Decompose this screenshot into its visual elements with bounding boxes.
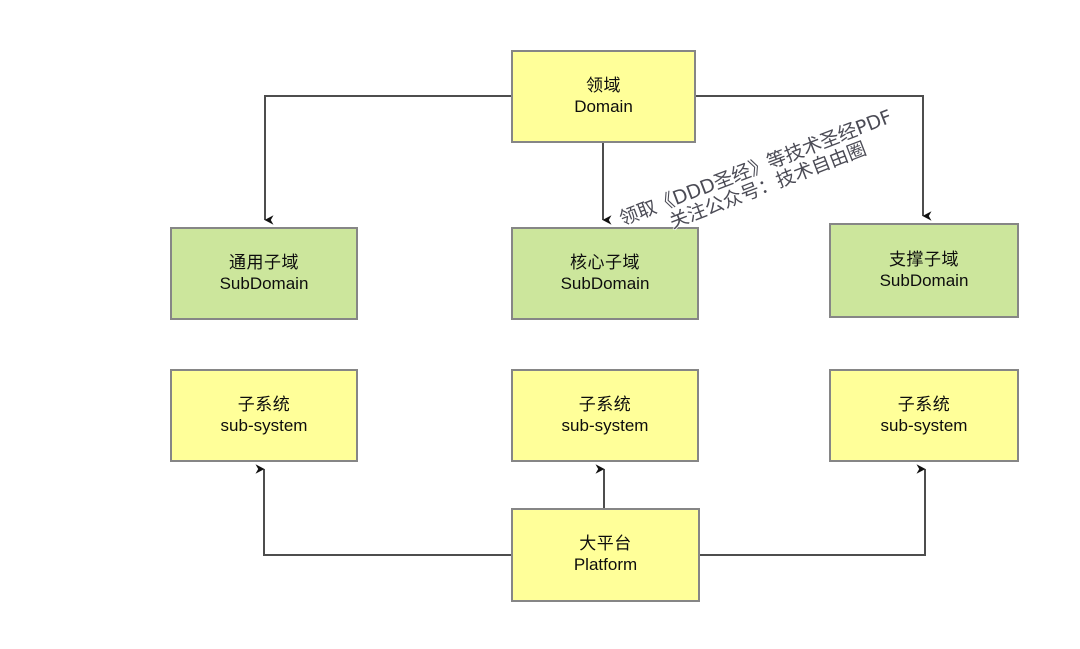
connector-domain-to-subdomain-1 <box>264 95 511 225</box>
node-core-subdomain-label-en: SubDomain <box>560 273 650 293</box>
node-subsystem-right-label-en: sub-system <box>880 415 968 435</box>
node-domain-label-en: Domain <box>574 96 633 116</box>
node-subsystem-right-label-cn: 子系统 <box>897 394 951 414</box>
connector-platform-to-subsystem-3 <box>700 464 926 556</box>
node-subsystem-left-label-en: sub-system <box>220 415 308 435</box>
node-subsystem-left[interactable]: 子系统 sub-system <box>170 369 358 462</box>
node-subsystem-left-label-cn: 子系统 <box>237 394 291 414</box>
node-supporting-subdomain[interactable]: 支撑子域 SubDomain <box>829 223 1019 318</box>
node-platform-label-en: Platform <box>573 555 638 574</box>
node-core-subdomain-label-cn: 核心子域 <box>570 252 640 272</box>
node-subsystem-right[interactable]: 子系统 sub-system <box>829 369 1019 462</box>
node-core-subdomain[interactable]: 核心子域 SubDomain <box>511 227 699 320</box>
node-domain[interactable]: 领域 Domain <box>511 50 696 143</box>
node-general-subdomain-label-en: SubDomain <box>219 273 309 293</box>
node-platform[interactable]: 大平台 Platform <box>511 508 700 602</box>
node-supporting-subdomain-label-en: SubDomain <box>879 270 969 290</box>
connector-domain-to-subdomain-3 <box>696 95 932 221</box>
connector-platform-to-subsystem-1 <box>255 464 511 556</box>
node-supporting-subdomain-label-cn: 支撑子域 <box>889 249 959 269</box>
node-general-subdomain-label-cn: 通用子域 <box>229 252 299 272</box>
node-platform-label-cn: 大平台 <box>579 534 632 554</box>
node-domain-label-cn: 领域 <box>586 75 621 95</box>
node-subsystem-center-label-en: sub-system <box>561 415 649 435</box>
node-subsystem-center[interactable]: 子系统 sub-system <box>511 369 699 462</box>
node-subsystem-center-label-cn: 子系统 <box>578 394 632 414</box>
node-general-subdomain[interactable]: 通用子域 SubDomain <box>170 227 358 320</box>
